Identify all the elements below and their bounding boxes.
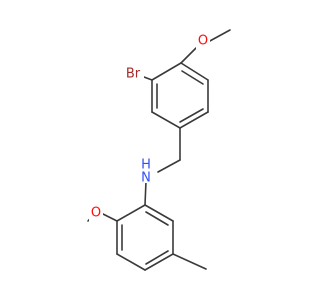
bond-ring1-double-2 <box>179 108 204 123</box>
bond-ring2-f <box>144 204 174 222</box>
oxygen-top-label: O <box>198 34 208 49</box>
bond-ring1-d <box>179 111 209 129</box>
bond-ring2-methyl <box>172 253 207 270</box>
nitrogen-hydrogen-label: H <box>141 158 151 173</box>
bond-methyl-o-top <box>207 29 231 43</box>
o-top-label-bg <box>196 33 210 49</box>
bond-ring2-double-3 <box>145 211 169 226</box>
nitrogen-label: N <box>141 171 151 186</box>
bond-layer <box>87 29 231 271</box>
bond-ring1-double-3 <box>181 70 204 85</box>
br-label-bg <box>122 66 144 82</box>
bond-ring2-d <box>144 253 174 271</box>
bond-ring2-double-2 <box>145 250 169 265</box>
bromine-label: Br <box>126 67 141 82</box>
bond-ring2-a <box>116 204 146 222</box>
bond-ring1-a <box>151 62 182 81</box>
o-left-label-bg <box>89 205 103 221</box>
bond-ring1-f <box>180 62 209 81</box>
molecule-diagram: O Br H N O <box>87 29 231 271</box>
molecule-svg: O Br H N O <box>87 29 231 271</box>
n-label-bg <box>138 163 154 183</box>
bond-ring2-c <box>116 253 146 271</box>
label-layer: O Br H N O <box>89 33 210 221</box>
bond-n-ring2 <box>144 180 147 206</box>
bond-ch2-n <box>157 159 181 173</box>
oxygen-left-label: O <box>91 206 101 221</box>
bond-o-top-ring <box>180 47 197 64</box>
bond-ring1-c <box>151 111 181 129</box>
bond-ring2-o-left <box>102 213 118 222</box>
